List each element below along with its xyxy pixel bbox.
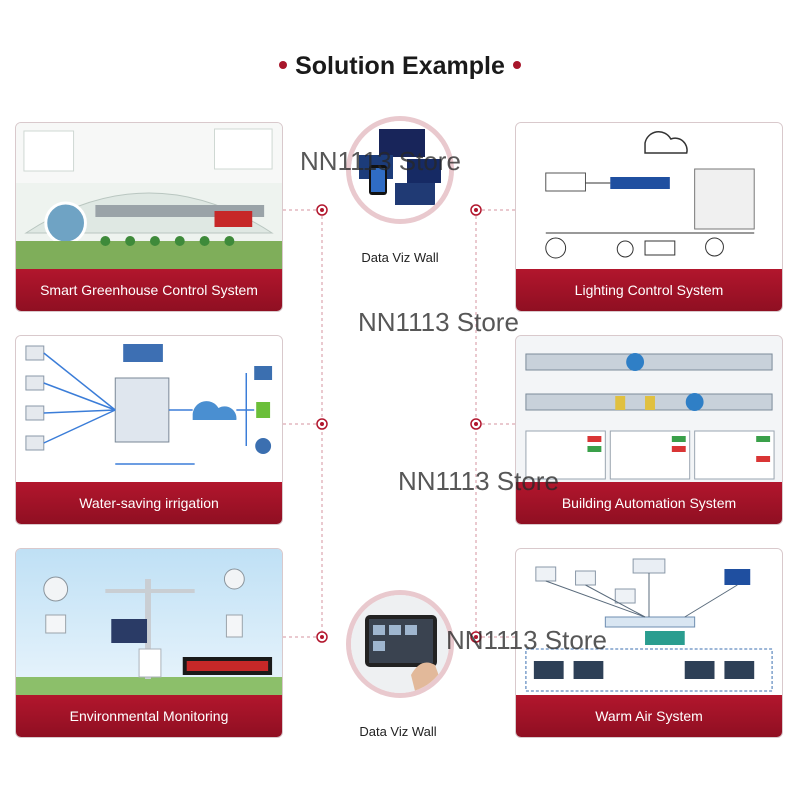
card-label: Warm Air System [516,695,782,737]
data-viz-wall-hub[interactable] [346,116,454,224]
weather-station-illustration [16,549,282,697]
lighting-diagram [516,123,782,271]
section-title-text: Solution Example [295,52,505,80]
bullet-dot-icon [512,61,521,70]
dashboard-screens-icon [351,121,449,219]
card-lighting-control[interactable]: Lighting Control System [515,122,783,312]
watermark-text: NN1113 Store [446,625,607,655]
hub-label: Data Viz Wall [359,724,437,739]
card-label: Building Automation System [516,482,782,524]
watermark-text: NN1113 Store [398,466,559,496]
card-label: Environmental Monitoring [16,695,282,737]
section-title: Solution Example [0,52,800,81]
card-label: Smart Greenhouse Control System [16,269,282,311]
card-water-irrigation[interactable]: Water-saving irrigation [15,335,283,525]
card-building-automation[interactable]: Building Automation System [515,335,783,525]
greenhouse-illustration [16,123,282,271]
watermark-text: NN1113 Store [300,146,461,176]
card-smart-greenhouse[interactable]: Smart Greenhouse Control System [15,122,283,312]
hub-label: Data Viz Wall [361,250,439,265]
card-warm-air-system[interactable]: Warm Air System [515,548,783,738]
card-label: Water-saving irrigation [16,482,282,524]
data-viz-wall-hub[interactable] [346,590,454,698]
warm-air-diagram [516,549,782,697]
tablet-control-icon [351,595,449,693]
card-environmental-monitoring[interactable]: Environmental Monitoring [15,548,283,738]
building-automation-diagram [516,336,782,484]
card-label: Lighting Control System [516,269,782,311]
watermark-text: NN1113 Store [358,307,519,337]
irrigation-diagram [16,336,282,484]
bullet-dot-icon [279,61,288,70]
